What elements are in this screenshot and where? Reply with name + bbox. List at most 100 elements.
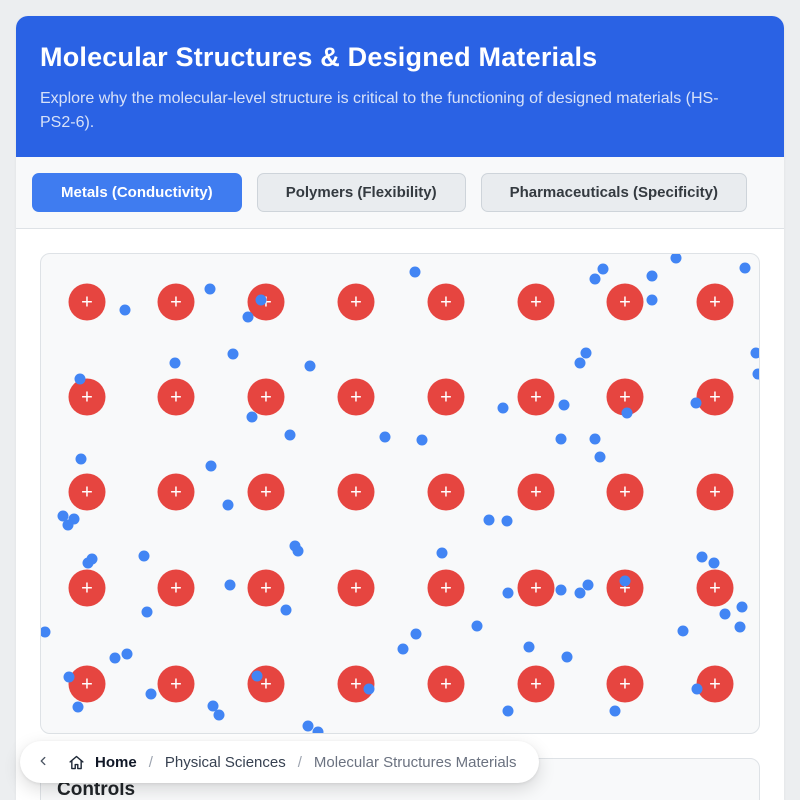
free-electron xyxy=(736,601,748,613)
metal-ion: + xyxy=(606,473,644,511)
free-electron xyxy=(523,641,535,653)
free-electron xyxy=(580,347,592,359)
metal-ion: + xyxy=(427,473,465,511)
tab-metals-conductivity[interactable]: Metals (Conductivity) xyxy=(32,173,242,212)
breadcrumb-separator: / xyxy=(148,753,153,771)
free-electron xyxy=(141,606,153,618)
free-electron xyxy=(574,357,586,369)
free-electron xyxy=(82,557,94,569)
metal-ion: + xyxy=(247,378,285,416)
free-electron xyxy=(589,433,601,445)
free-electron xyxy=(497,402,509,414)
free-electron xyxy=(619,575,631,587)
free-electron xyxy=(501,515,513,527)
metal-ion: + xyxy=(517,283,555,321)
metal-ion: + xyxy=(606,283,644,321)
metal-ion: + xyxy=(517,665,555,703)
free-electron xyxy=(471,620,483,632)
metal-ion: + xyxy=(696,283,734,321)
house-icon xyxy=(68,754,85,771)
metal-ion: + xyxy=(247,473,285,511)
free-electron xyxy=(409,266,421,278)
back-button[interactable] xyxy=(36,754,50,771)
metal-ion: + xyxy=(696,569,734,607)
metal-ion: + xyxy=(427,283,465,321)
tab-bar: Metals (Conductivity) Polymers (Flexibil… xyxy=(16,157,784,229)
breadcrumb: Home / Physical Sciences / Molecular Str… xyxy=(20,741,539,783)
free-electron xyxy=(670,254,682,264)
free-electron xyxy=(436,547,448,559)
free-electron xyxy=(752,368,759,380)
free-electron xyxy=(222,499,234,511)
free-electron xyxy=(109,652,121,664)
free-electron xyxy=(246,411,258,423)
free-electron xyxy=(280,604,292,616)
free-electron xyxy=(68,513,80,525)
free-electron xyxy=(719,608,731,620)
main-content: ++++++++++++++++++++++++++++++++++++++++… xyxy=(16,229,784,800)
metal-ion: + xyxy=(157,665,195,703)
metal-ion: + xyxy=(427,665,465,703)
free-electron xyxy=(169,357,181,369)
free-electron xyxy=(119,304,131,316)
free-electron xyxy=(379,431,391,443)
metal-ion: + xyxy=(68,283,106,321)
free-electron xyxy=(677,625,689,637)
metal-ion: + xyxy=(157,283,195,321)
metal-ion: + xyxy=(517,569,555,607)
metal-ion: + xyxy=(337,378,375,416)
metal-ion: + xyxy=(517,473,555,511)
free-electron xyxy=(750,347,759,359)
metal-ion: + xyxy=(696,378,734,416)
free-electron xyxy=(502,705,514,717)
free-electron xyxy=(589,273,601,285)
free-electron xyxy=(213,709,225,721)
free-electron xyxy=(205,460,217,472)
simulation-canvas: ++++++++++++++++++++++++++++++++++++++++ xyxy=(40,253,760,734)
free-electron xyxy=(597,263,609,275)
free-electron xyxy=(502,587,514,599)
free-electron xyxy=(204,283,216,295)
tab-pharmaceuticals-specificity[interactable]: Pharmaceuticals (Specificity) xyxy=(480,173,747,212)
free-electron xyxy=(594,451,606,463)
metal-ion: + xyxy=(517,378,555,416)
free-electron xyxy=(646,270,658,282)
free-electron xyxy=(227,348,239,360)
metal-ion: + xyxy=(68,473,106,511)
free-electron xyxy=(121,648,133,660)
metal-ion: + xyxy=(337,283,375,321)
free-electron xyxy=(72,701,84,713)
free-electron xyxy=(145,688,157,700)
metal-ion: + xyxy=(606,665,644,703)
metal-ion: + xyxy=(68,665,106,703)
free-electron xyxy=(574,587,586,599)
free-electron xyxy=(558,399,570,411)
free-electron xyxy=(734,621,746,633)
free-electron xyxy=(582,579,594,591)
page-subtitle: Explore why the molecular-level structur… xyxy=(40,90,719,131)
free-electron xyxy=(410,628,422,640)
free-electron xyxy=(555,433,567,445)
free-electron xyxy=(690,397,702,409)
free-electron xyxy=(284,429,296,441)
free-electron xyxy=(242,311,254,323)
free-electron xyxy=(646,294,658,306)
free-electron xyxy=(207,700,219,712)
free-electron xyxy=(62,519,74,531)
page-title: Molecular Structures & Designed Material… xyxy=(40,42,598,72)
free-electron xyxy=(224,579,236,591)
app-header: Molecular Structures & Designed Material… xyxy=(16,16,784,157)
free-electron xyxy=(621,407,633,419)
breadcrumb-physical-sciences[interactable]: Physical Sciences xyxy=(164,753,286,771)
tab-polymers-flexibility[interactable]: Polymers (Flexibility) xyxy=(256,173,466,212)
free-electron xyxy=(708,557,720,569)
free-electron xyxy=(41,626,51,638)
free-electron xyxy=(555,584,567,596)
metal-ion: + xyxy=(337,473,375,511)
metal-ion: + xyxy=(68,378,106,416)
metal-ion: + xyxy=(157,569,195,607)
free-electron xyxy=(255,294,267,306)
metal-ion: + xyxy=(157,473,195,511)
free-electron xyxy=(251,670,263,682)
breadcrumb-home[interactable]: Home xyxy=(95,753,137,771)
